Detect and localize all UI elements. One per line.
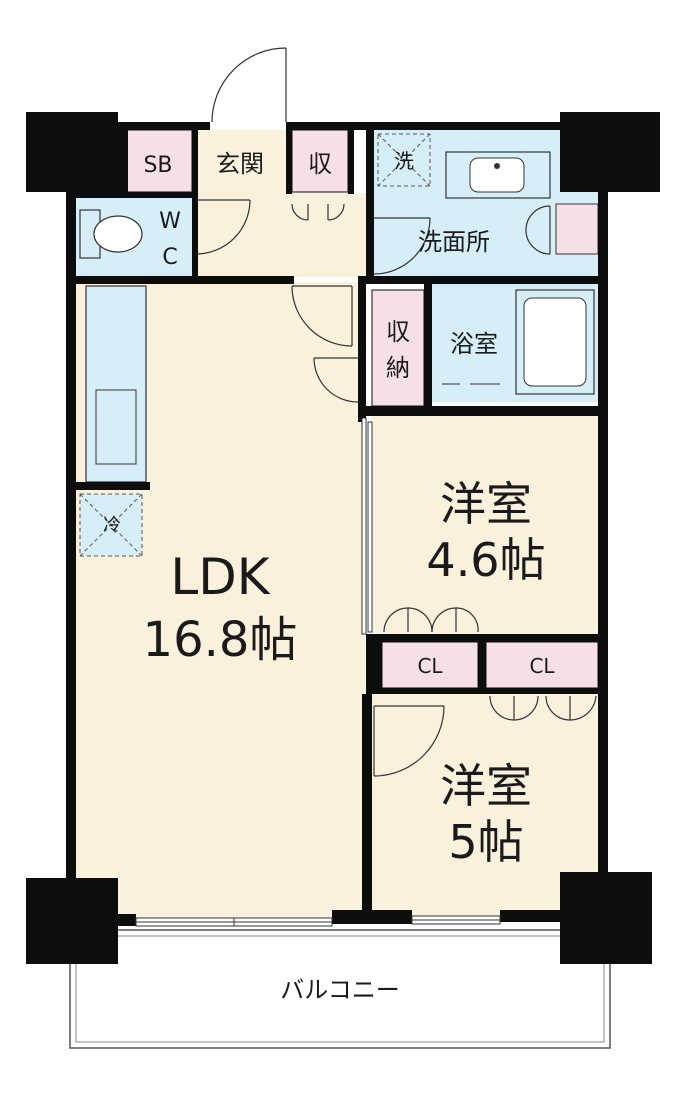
shoe-box-label: SB <box>143 153 172 178</box>
storage-small-label: 収 <box>308 150 332 178</box>
ldk-name: LDK <box>170 548 270 606</box>
western-room-1-floor <box>372 416 600 634</box>
toilet-label-c: C <box>162 245 177 270</box>
toilet-fixture <box>79 209 143 259</box>
toilet-label-w: W <box>159 209 181 234</box>
labels: LDK 16.8帖 洋室 4.6帖 洋室 5帖 浴室 洗面所 玄関 SB W C… <box>103 149 555 1004</box>
storage-small <box>291 129 349 193</box>
balcony-label: バルコニー <box>280 976 400 1004</box>
sliding-partition <box>361 417 373 635</box>
western-room-1-size: 4.6帖 <box>426 533 545 587</box>
bathroom-label: 浴室 <box>450 330 498 358</box>
storage-hall-label-bottom: 納 <box>386 354 410 382</box>
washer-space <box>377 133 431 187</box>
closet-1 <box>381 641 479 689</box>
fridge-space-label: 冷 <box>103 515 121 536</box>
doors <box>195 47 597 777</box>
western-room-2-size: 5帖 <box>448 815 523 869</box>
washroom-cabinet <box>555 203 599 255</box>
western-room-1-name: 洋室 <box>440 477 532 531</box>
wash-basin <box>445 151 551 199</box>
bathtub <box>442 289 595 395</box>
windows <box>135 915 501 927</box>
washroom-label: 洗面所 <box>418 228 490 256</box>
walls <box>26 112 660 964</box>
closet-2-label: CL <box>529 654 555 678</box>
fridge-space <box>79 493 143 557</box>
kitchen-counter <box>85 285 147 483</box>
storage-hall <box>371 289 425 407</box>
entrance-floor <box>196 130 366 277</box>
storage-hall-label-top: 収 <box>386 318 410 346</box>
balcony <box>69 929 611 1049</box>
closet-1-label: CL <box>417 654 443 678</box>
western-room-2-name: 洋室 <box>440 759 532 813</box>
ldk-size: 16.8帖 <box>143 612 298 668</box>
entrance-label: 玄関 <box>216 150 264 178</box>
washer-space-label: 洗 <box>394 149 414 173</box>
